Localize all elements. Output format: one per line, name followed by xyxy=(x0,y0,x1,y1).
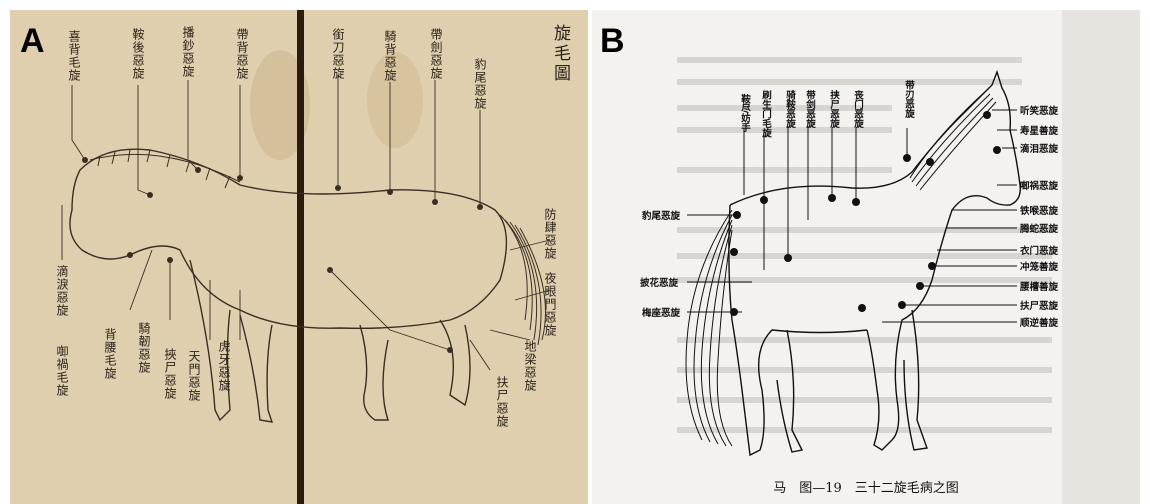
panel-a-horse-drawing xyxy=(10,10,588,504)
label-a-side-3: 背腰毛旋 xyxy=(102,328,119,380)
label-b-right-6: 腾蛇恶旋 xyxy=(1020,221,1058,235)
label-b-top-7: 带刃恶旋 xyxy=(901,80,915,118)
label-a-side-10: 地梁惡旋 xyxy=(522,340,539,392)
label-a-top-3: 播鈔惡旋 xyxy=(180,26,197,78)
horse-mane xyxy=(90,150,240,188)
label-a-side-6: 天門惡旋 xyxy=(186,350,203,402)
label-a-top-6: 騎背惡旋 xyxy=(382,30,399,82)
label-b-top-4: 带剑恶旋 xyxy=(802,90,816,128)
panel-a-letter: A xyxy=(20,24,45,58)
label-b-top-5: 挟尸恶旋 xyxy=(826,90,840,128)
label-b-right-3: 滴泪恶旋 xyxy=(1020,141,1058,155)
label-b-top-1: 鞍尽妨手 xyxy=(737,94,751,132)
label-b-right-9: 腰槽善旋 xyxy=(1020,279,1058,293)
label-a-side-1: 滴淚惡旋 xyxy=(54,265,71,317)
page-shadow xyxy=(1062,10,1140,504)
label-b-right-1: 听笑恶旋 xyxy=(1020,103,1058,117)
figure-caption: 马 图—19 三十二旋毛病之图 xyxy=(592,477,1140,496)
label-b-left-3: 梅座恶旋 xyxy=(642,305,680,319)
panel-b-horse-drawing xyxy=(592,10,1140,504)
panel-a-old-book-illustration: A 旋毛圖 喜背毛旋 鞍後惡旋 播鈔惡旋 帶背惡旋 銜刀惡旋 騎背惡旋 帶劍惡旋… xyxy=(10,10,588,504)
label-b-top-6: 丧门恶旋 xyxy=(850,90,864,128)
horse-tail-b xyxy=(686,210,732,446)
panel-b-letter: B xyxy=(600,24,625,58)
label-b-right-10: 扶尸恶旋 xyxy=(1020,298,1058,312)
label-b-top-3: 骑鞍恶旋 xyxy=(782,90,796,128)
book-spine xyxy=(297,10,304,504)
background-text-bleed xyxy=(677,60,1052,430)
horse-outline xyxy=(70,149,506,422)
label-a-side-4: 騎韌惡旋 xyxy=(136,322,153,374)
label-a-side-5: 挾尸惡旋 xyxy=(162,348,179,400)
label-b-right-7: 衣门恶旋 xyxy=(1020,243,1058,257)
panel-a-page-title: 旋毛圖 xyxy=(548,24,573,84)
label-a-top-1: 喜背毛旋 xyxy=(66,30,83,82)
label-a-side-11: 扶尸惡旋 xyxy=(494,376,511,428)
label-b-top-2: 刷生门毛旋 xyxy=(758,90,772,138)
label-b-left-1: 豹尾恶旋 xyxy=(642,208,680,222)
label-b-left-2: 披花恶旋 xyxy=(640,275,678,289)
label-b-right-4: 啣祸恶旋 xyxy=(1020,178,1058,192)
label-a-side-7: 虎牙惡旋 xyxy=(216,340,233,392)
label-b-right-2: 寿星善旋 xyxy=(1020,123,1058,137)
label-a-side-8: 防肆惡旋 xyxy=(542,208,559,260)
label-a-top-8: 豹尾惡旋 xyxy=(472,58,489,110)
label-a-top-2: 鞍後惡旋 xyxy=(130,28,147,80)
horse-tail xyxy=(500,215,546,345)
label-a-top-4: 帶背惡旋 xyxy=(234,28,251,80)
panel-b-printed-diagram: B 鞍尽妨手 刷生门毛旋 骑鞍恶旋 带剑恶旋 挟尸恶旋 丧门恶旋 带刃恶旋 豹尾… xyxy=(592,10,1140,504)
horse-mane-b xyxy=(910,90,996,190)
label-a-side-9: 夜眼門惡旋 xyxy=(542,272,559,337)
label-b-right-5: 铁喉恶旋 xyxy=(1020,203,1058,217)
label-a-top-5: 銜刀惡旋 xyxy=(330,28,347,80)
label-b-right-11: 顺逆善旋 xyxy=(1020,315,1058,329)
label-b-right-8: 冲笼善旋 xyxy=(1020,259,1058,273)
label-a-top-7: 帶劍惡旋 xyxy=(428,28,445,80)
label-a-side-2: 啣禍毛旋 xyxy=(54,345,71,397)
